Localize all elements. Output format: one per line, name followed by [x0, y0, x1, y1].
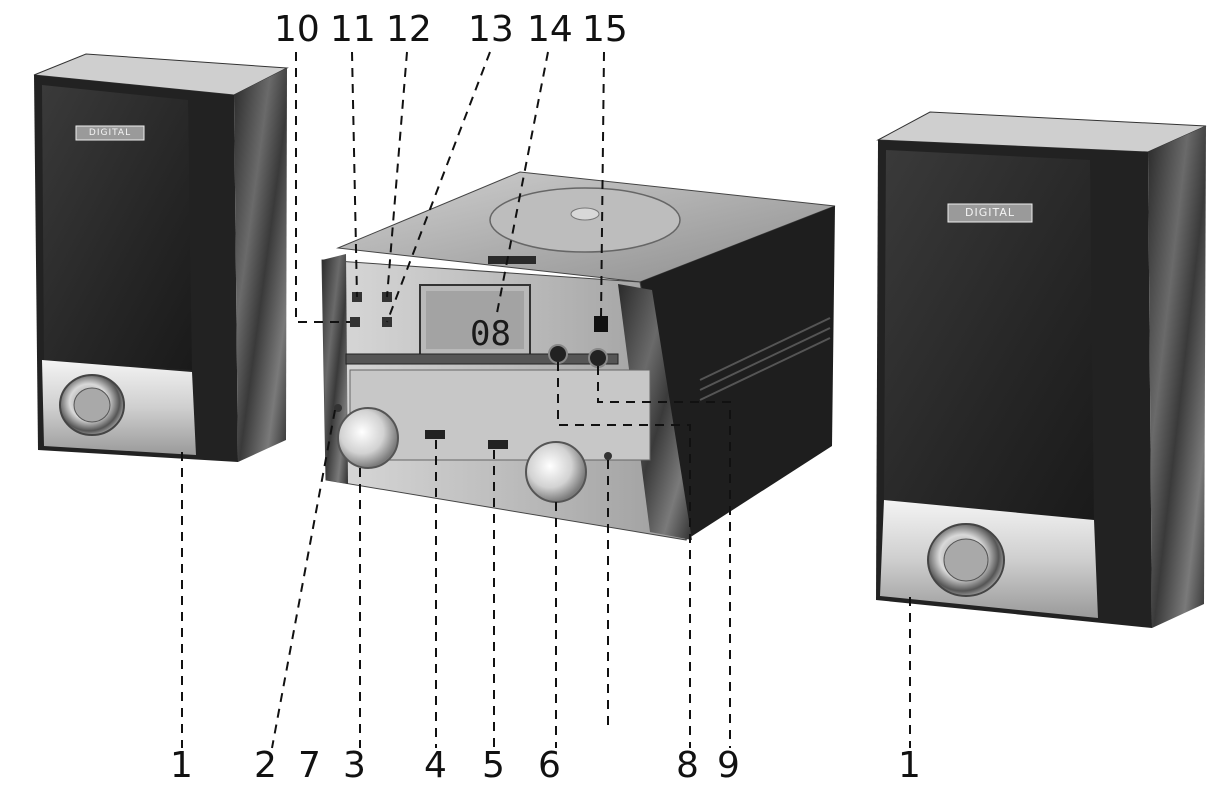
control-15-indicator: [594, 316, 608, 332]
front-wood-right: [618, 284, 692, 540]
main-unit: 08: [321, 171, 836, 541]
leader-lines: [181, 51, 911, 749]
callout-10: 10: [274, 9, 320, 50]
cd-slot: [345, 353, 619, 365]
callout-12: 12: [386, 9, 432, 50]
left-speaker-grille: [42, 85, 192, 370]
callout-14: 14: [527, 9, 573, 50]
callout-1-left: 1: [170, 745, 193, 786]
leader-9: [597, 366, 731, 748]
leader-14: [495, 51, 549, 319]
jack-left[interactable]: [548, 344, 568, 364]
left-speaker-badge: DIGITAL: [88, 128, 132, 138]
cd-lid-center: [570, 207, 600, 221]
right-speaker-woofer-center: [943, 538, 989, 582]
control-10[interactable]: [350, 317, 360, 327]
callout-9: 9: [717, 745, 740, 786]
left-speaker-side-wood: [234, 68, 287, 462]
lcd-digits: 08: [470, 314, 511, 354]
callout-11: 11: [330, 9, 376, 50]
slide-switch-4[interactable]: [425, 430, 445, 439]
left-speaker-woofer-center: [73, 387, 111, 423]
callout-8: 8: [676, 745, 699, 786]
left-speaker-badge-plate: [75, 125, 145, 141]
callout-4: 4: [424, 745, 447, 786]
right-speaker-badge-plate: [947, 203, 1033, 223]
right-speaker-badge: DIGITAL: [964, 206, 1015, 219]
callout-2: 2: [254, 745, 277, 786]
control-7[interactable]: [604, 452, 612, 460]
callout-7: 7: [298, 745, 321, 786]
slide-switch-5[interactable]: [488, 440, 508, 449]
right-knob[interactable]: [525, 441, 587, 503]
left-speaker: [33, 53, 289, 462]
right-speaker: [876, 111, 1207, 628]
callout-6: 6: [538, 745, 561, 786]
callout-13: 13: [468, 9, 514, 50]
cd-lid-tab: [488, 256, 536, 264]
callout-15: 15: [582, 9, 628, 50]
leader-8: [557, 362, 691, 748]
control-2[interactable]: [334, 404, 342, 412]
callout-3: 3: [343, 745, 366, 786]
leader-11: [351, 51, 358, 298]
right-speaker-grille: [884, 150, 1094, 520]
callout-1-right: 1: [898, 745, 921, 786]
jack-right[interactable]: [588, 348, 608, 368]
leader-15: [600, 51, 605, 319]
right-speaker-side-wood: [1148, 126, 1206, 628]
leader-10: [295, 52, 350, 323]
leader-13: [386, 51, 491, 323]
leader-2: [271, 409, 336, 749]
leader-12: [386, 51, 408, 298]
callout-5: 5: [482, 745, 505, 786]
left-knob[interactable]: [337, 407, 399, 469]
